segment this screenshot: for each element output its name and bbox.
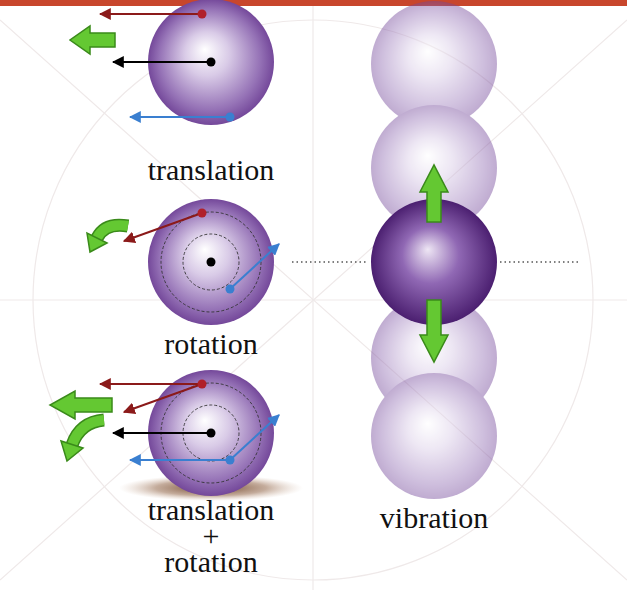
motion-arrow: [70, 26, 115, 54]
rotation-arrow-head: [87, 233, 107, 252]
orbit-circle: [161, 212, 261, 312]
rotation-arrow: [72, 420, 104, 445]
rotation-figure: [87, 199, 279, 325]
ghost-sphere: [371, 105, 497, 231]
motion-label: translation + rotation: [126, 497, 296, 575]
point-dot: [226, 285, 235, 294]
vibration-figure: [292, 1, 580, 499]
equilibrium-line: [292, 261, 368, 262]
point-dot: [198, 10, 207, 19]
point-dot: [226, 113, 235, 122]
orbit-circle: [183, 234, 239, 290]
ghost-spheres: [371, 1, 497, 499]
velocity-vector: [230, 244, 279, 289]
point-dot: [207, 58, 216, 67]
top-bar: [0, 0, 627, 6]
translation-figure: [70, 0, 274, 125]
velocity-vector: [130, 116, 230, 118]
motion-label: translation: [148, 153, 275, 187]
point-dot: [207, 429, 216, 438]
velocity-vector: [100, 13, 202, 15]
point-dot: [207, 258, 216, 267]
watermark-line: [312, 6, 313, 590]
velocity-vector: [100, 383, 202, 385]
velocity-vector: [124, 384, 202, 412]
velocity-vector: [230, 415, 279, 460]
motion-label: vibration: [380, 501, 488, 535]
motion-arrow: [420, 300, 448, 362]
watermark-line: [0, 299, 627, 300]
motion-label: rotation: [164, 327, 257, 361]
velocity-vector: [113, 61, 211, 63]
point-dot: [198, 209, 207, 218]
ghost-sphere: [371, 373, 497, 499]
rotation-arrow: [97, 225, 128, 238]
motion-arrow: [420, 165, 448, 222]
point-dot: [226, 456, 235, 465]
velocity-vector: [113, 432, 211, 434]
equilibrium-line: [500, 261, 580, 262]
rotation-arrow-outline: [97, 225, 128, 238]
rolling-figure: [50, 370, 303, 501]
point-dot: [198, 380, 207, 389]
watermark-lines: [0, 6, 627, 590]
sphere: [148, 199, 274, 325]
velocity-vector: [124, 213, 202, 241]
rotation-arrow-head: [61, 441, 83, 461]
velocity-vector: [130, 459, 230, 461]
rotation-arrow-outline: [72, 420, 104, 445]
